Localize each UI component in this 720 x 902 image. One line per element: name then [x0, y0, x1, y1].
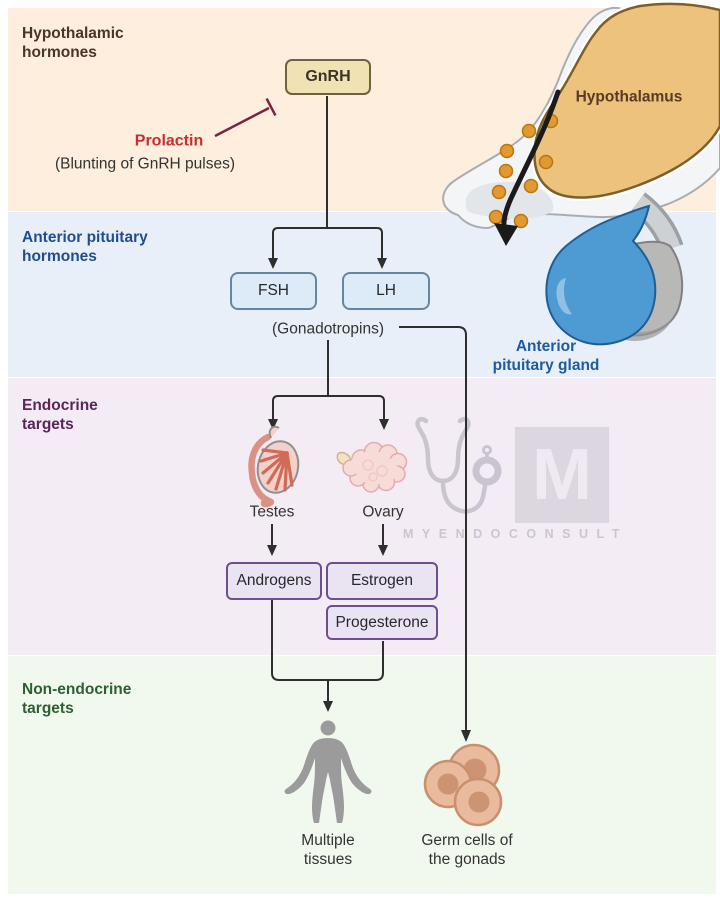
germ-cells-icon — [423, 743, 503, 827]
band-non-endocrine-targets — [8, 656, 716, 894]
pituitary-label: Anterior pituitary gland — [492, 338, 600, 374]
secretion-arrow — [501, 89, 561, 231]
band-label-endocrine: Endocrine targets — [22, 397, 98, 433]
band-label-hypothalamic: Hypothalamic hormones — [22, 25, 124, 61]
gonadotropins-label: (Gonadotropins) — [271, 320, 385, 338]
prolactin-note: (Blunting of GnRH pulses) — [54, 155, 236, 173]
anterior-lobe-shape — [545, 204, 657, 346]
stethoscope-icon — [415, 416, 502, 514]
watermark-brand: MYENDOCONSULT — [403, 527, 628, 541]
multiple-tissues-label: Multiple tissues — [301, 832, 355, 868]
prolactin-label: Prolactin — [134, 132, 204, 150]
human-icon — [284, 720, 372, 823]
anterior-lobe-highlight — [556, 278, 572, 315]
germ-cells-label: Germ cells of the gonads — [421, 832, 513, 868]
testes-icon — [248, 425, 300, 508]
gonad-branch — [272, 395, 385, 420]
testes-label: Testes — [249, 503, 295, 521]
ovary-label: Ovary — [362, 503, 404, 521]
hypothalamus-label: Hypothalamus — [575, 88, 683, 106]
inhibition-arrow — [214, 98, 277, 138]
gnrh-box: GnRH — [285, 59, 371, 95]
estrogen-box: Estrogen — [326, 562, 438, 600]
pituitary-illustration — [545, 204, 684, 346]
gnrh-branch — [272, 227, 383, 259]
band-label-non-endocrine: Non-endocrine targets — [22, 681, 132, 717]
watermark-logo: M — [515, 427, 609, 523]
ovary-icon — [336, 441, 408, 493]
connectors — [267, 96, 471, 742]
germ-line — [399, 326, 467, 731]
band-label-anterior-pituitary: Anterior pituitary hormones — [22, 229, 148, 265]
hypothalamus-illustration — [442, 0, 720, 253]
fsh-box: FSH — [230, 272, 317, 310]
lh-box: LH — [342, 272, 430, 310]
androgens-box: Androgens — [226, 562, 322, 600]
progesterone-box: Progesterone — [326, 605, 438, 640]
secretion-arrowhead — [494, 223, 518, 246]
